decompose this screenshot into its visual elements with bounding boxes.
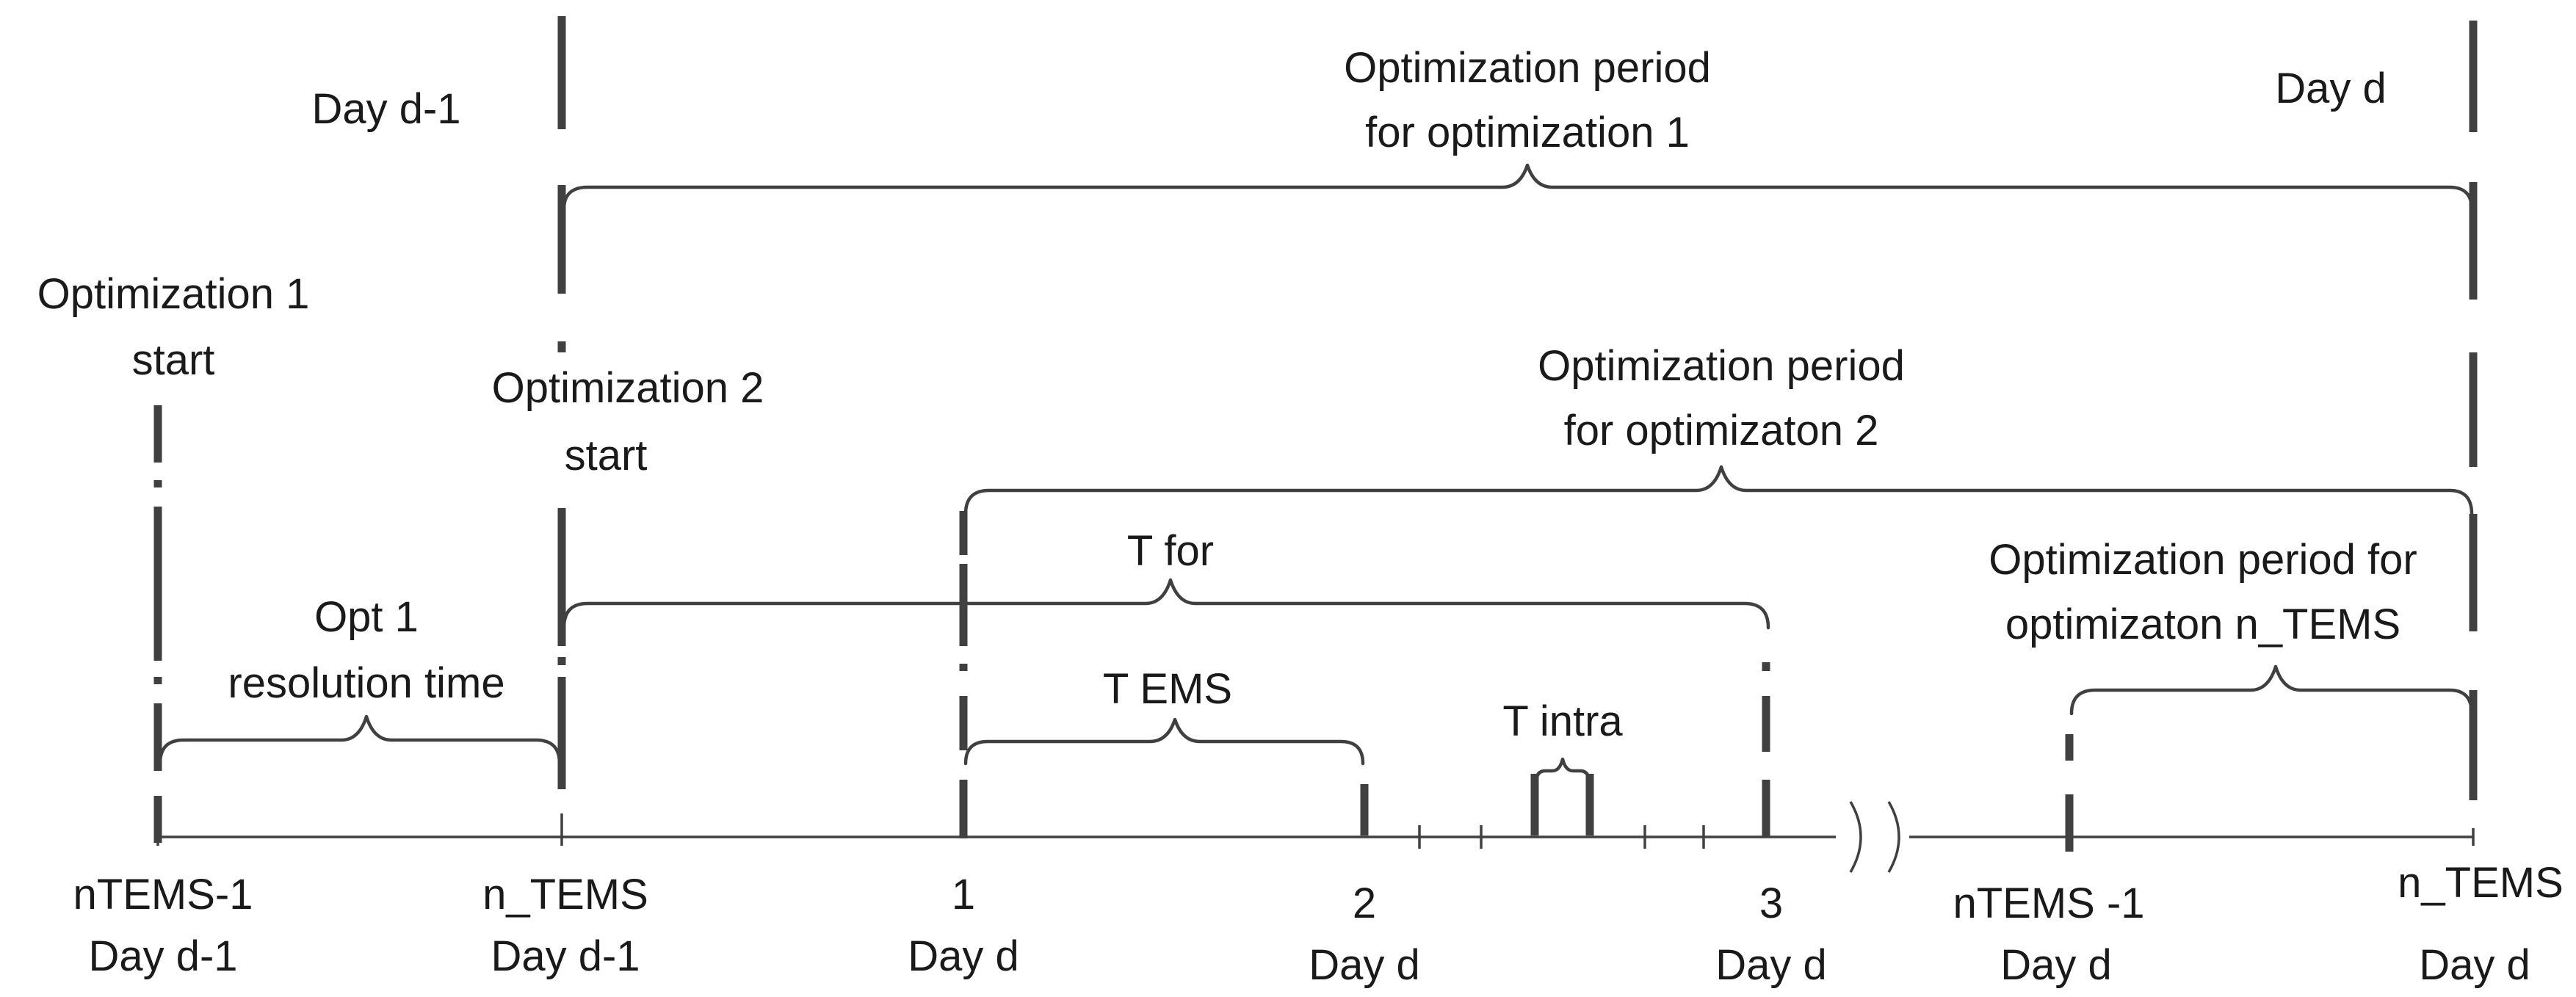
- opt2-period-title-1: Optimization period: [1538, 342, 1905, 390]
- axis-label-top: 1: [952, 871, 975, 918]
- resolution-label-2: resolution time: [228, 659, 504, 707]
- axis-label-bottom: Day d-1: [88, 932, 237, 980]
- opt1-start-label-1: Optimization 1: [37, 270, 310, 318]
- t-for-brace: [562, 578, 1770, 630]
- axis-label-bottom: Day d: [908, 932, 1019, 980]
- t-intra-label: T intra: [1502, 697, 1623, 745]
- t-intra-brace: [1534, 757, 1591, 785]
- axis-break-right: [1887, 801, 1900, 873]
- axis-label-bottom: Day d: [2000, 941, 2112, 989]
- axis-label-top: nTEMS-1: [73, 871, 253, 918]
- resolution-label-1: Opt 1: [314, 593, 419, 641]
- opt2-period-brace: [963, 465, 2474, 516]
- resolution-time-brace: [158, 714, 562, 766]
- day-curr-label: Day d: [2275, 65, 2387, 112]
- axis-label-top: n_TEMS: [482, 871, 648, 918]
- opt1-period-brace: [562, 163, 2474, 211]
- day-prev-label: Day d-1: [311, 85, 460, 133]
- axis-labels: nTEMS-1 Day d-1 n_TEMS Day d-1 1 Day d 2…: [73, 859, 2564, 989]
- axis-label-top: nTEMS -1: [1953, 880, 2144, 927]
- axis-label-bottom: Day d: [1309, 941, 1420, 989]
- opt1-start-label-2: start: [132, 336, 215, 384]
- optn-period-title-1: Optimization period for: [1989, 536, 2417, 584]
- t-ems-brace: [963, 717, 1365, 766]
- axis-label-bottom: Day d: [2419, 941, 2530, 989]
- optn-period-brace: [2069, 664, 2474, 716]
- axis-label-bottom: Day d: [1715, 941, 1827, 989]
- optn-period-title-2: optimizaton n_TEMS: [2005, 601, 2400, 648]
- axis-label-bottom: Day d-1: [491, 932, 640, 980]
- opt1-period-title-2: for optimization 1: [1365, 109, 1690, 156]
- opt1-period-title-1: Optimization period: [1344, 44, 1711, 92]
- axis-label-top: 2: [1353, 880, 1376, 927]
- axis-label-top: n_TEMS: [2398, 859, 2564, 907]
- t-for-label: T for: [1127, 527, 1214, 575]
- axis-label-top: 3: [1759, 880, 1783, 927]
- axis-break-left: [1849, 801, 1862, 873]
- opt2-start-label-2: start: [565, 432, 648, 479]
- opt2-period-title-2: for optimizaton 2: [1564, 407, 1879, 454]
- t-ems-label: T EMS: [1103, 665, 1232, 713]
- opt2-start-label-1: Optimization 2: [492, 364, 764, 412]
